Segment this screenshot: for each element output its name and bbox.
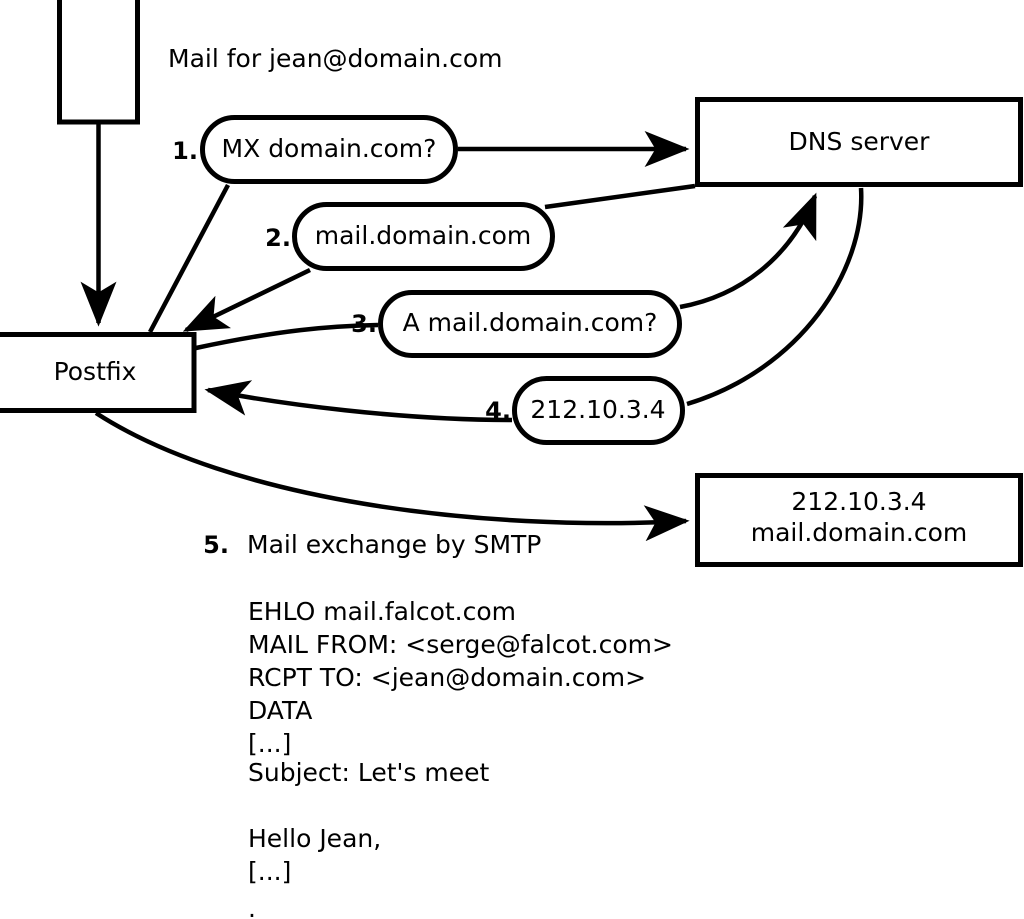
- step-2-bubble: mail.domain.com 2.: [265, 202, 555, 271]
- transcript-line-8: [...]: [248, 857, 291, 886]
- node-postfix-label: Postfix: [54, 357, 137, 386]
- node-postfix: Postfix: [0, 332, 197, 413]
- edge-postfix-to-step3: [195, 322, 379, 351]
- step-3-label: A mail.domain.com?: [403, 308, 658, 337]
- transcript-line-2: RCPT TO: <jean@domain.com>: [248, 663, 646, 692]
- node-dns-server: DNS server: [695, 97, 1023, 187]
- edge-postfix-to-mailhost: [94, 411, 690, 542]
- transcript-line-4: [...]: [248, 729, 291, 758]
- node-mailhost-hostname: mail.domain.com: [751, 518, 967, 547]
- transcript-line-10: .: [248, 894, 256, 919]
- mail-for-caption: Mail for jean@domain.com: [168, 44, 503, 73]
- transcript-line-5: Subject: Let's meet: [248, 758, 489, 787]
- node-mailhost-ip: 212.10.3.4: [791, 487, 926, 516]
- transcript-line-7: Hello Jean,: [248, 824, 381, 853]
- edge-dns-to-step4: [686, 187, 864, 407]
- step-2-label: mail.domain.com: [315, 221, 531, 250]
- step-4-number: 4.: [485, 397, 511, 425]
- edge-step3-to-dns: [679, 192, 818, 310]
- step-4-label: 212.10.3.4: [530, 395, 665, 424]
- edge-step2-to-postfix: [182, 267, 311, 333]
- node-dns-server-label: DNS server: [789, 127, 931, 156]
- edge-dns-to-step2: [544, 183, 696, 210]
- edge-step1-tail-to-postfix: [148, 183, 230, 334]
- step-3-number: 3.: [351, 310, 377, 338]
- step-1-label: MX domain.com?: [222, 134, 437, 163]
- step-4-bubble: 212.10.3.4 4.: [485, 376, 685, 445]
- step-2-number: 2.: [265, 224, 291, 252]
- transcript-line-3: DATA: [248, 696, 312, 725]
- smtp-transcript: EHLO mail.falcot.com MAIL FROM: <serge@f…: [248, 597, 673, 919]
- node-mailhost: 212.10.3.4 mail.domain.com: [695, 473, 1023, 567]
- step-1-number: 1.: [172, 137, 198, 165]
- step-1-bubble: MX domain.com? 1.: [172, 115, 458, 184]
- step-3-bubble: A mail.domain.com? 3.: [351, 290, 682, 358]
- step-5-label: Mail exchange by SMTP: [247, 530, 541, 559]
- step-5-number: 5.: [203, 531, 229, 559]
- transcript-line-1: MAIL FROM: <serge@falcot.com>: [248, 630, 673, 659]
- transcript-line-0: EHLO mail.falcot.com: [248, 597, 516, 626]
- edge-step4-to-postfix: [204, 380, 513, 423]
- node-sender-box: [57, 0, 140, 125]
